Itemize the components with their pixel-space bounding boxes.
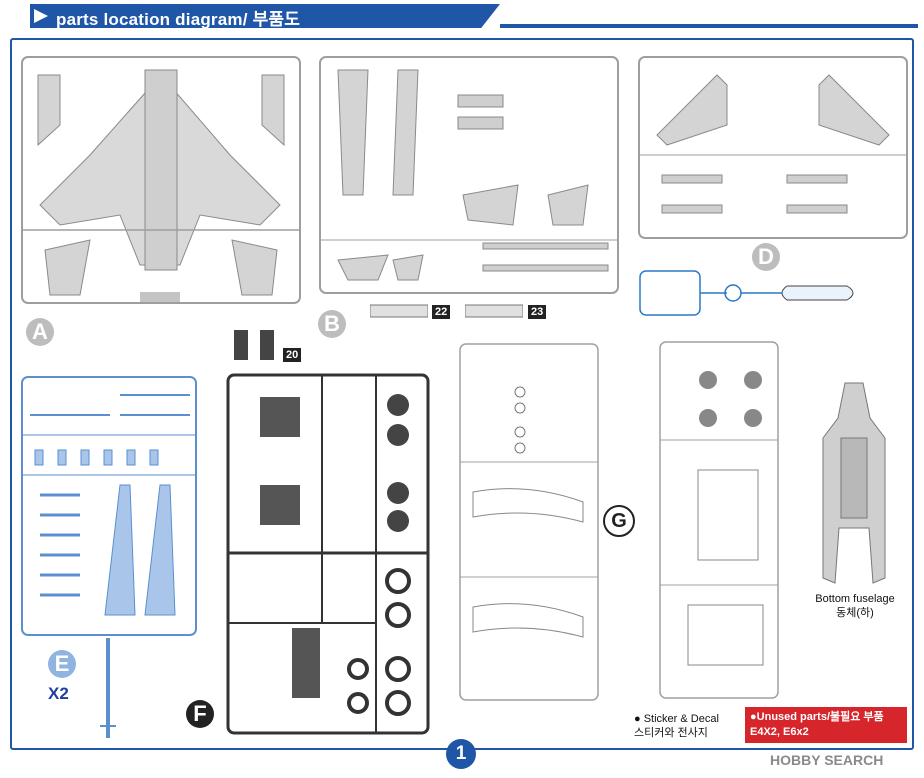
page-header: parts location diagram/ 부품도	[0, 0, 924, 30]
page-title: parts location diagram/ 부품도	[56, 10, 301, 29]
sprue-e-drawing	[21, 376, 197, 636]
sprue-e-label: E	[48, 650, 76, 678]
sprue-g-drawing	[459, 343, 599, 701]
sprue-b	[318, 55, 620, 295]
sprue-b-label: B	[318, 310, 346, 338]
sprue-e	[20, 375, 198, 637]
header-bar	[30, 4, 500, 28]
watermark: HOBBY SEARCH	[770, 752, 883, 768]
bullet-icon: ●	[634, 713, 641, 725]
part-23-number: 23	[528, 305, 547, 319]
sprue-h	[658, 340, 780, 700]
sprue-a-drawing	[21, 56, 301, 304]
bottom-fuselage-label-en: Bottom fuselage	[815, 593, 895, 605]
bottom-fuselage-drawing	[815, 378, 893, 588]
sprue-g-label: G	[603, 505, 635, 537]
sprue-f	[226, 373, 430, 735]
bottom-fuselage-label-ko: 동체(하)	[836, 607, 874, 619]
unused-line2: E4X2, E6x2	[750, 726, 809, 738]
part-22-drawing	[370, 303, 428, 319]
sprue-d-drawing	[638, 56, 908, 239]
watermark-brand: HOBBY SEARCH	[770, 752, 884, 768]
part-23-drawing	[465, 303, 523, 319]
sprue-a-label: A	[26, 318, 54, 346]
sprue-c-drawing	[639, 270, 854, 316]
page-number: 1	[446, 739, 476, 769]
header-stripe	[500, 24, 918, 28]
part-22-number: 22	[432, 305, 451, 319]
sprue-c	[637, 268, 859, 318]
sprue-d-label: D	[752, 243, 780, 271]
sticker-line1: Sticker & Decal	[643, 713, 719, 725]
bullet-icon: ●	[750, 711, 757, 723]
sprue-b-drawing	[319, 56, 619, 294]
unused-parts-badge: ●Unused parts/불필요 부품 E4X2, E6x2	[745, 707, 907, 743]
sticker-note: ● Sticker & Decal 스티커와 전사지	[634, 712, 719, 740]
part-20-drawing	[228, 326, 280, 362]
sprue-e-multiplier: X2	[48, 684, 69, 703]
sprue-f-drawing	[226, 373, 430, 735]
sprue-g	[458, 342, 600, 702]
bottom-fuselage-caption: Bottom fuselage 동체(하)	[800, 592, 910, 620]
sprue-h-drawing	[659, 341, 779, 699]
sprue-e-missile	[88, 636, 128, 740]
part-20-number: 20	[283, 348, 302, 362]
sprue-d	[637, 55, 909, 240]
header-arrow-icon	[34, 9, 48, 23]
sprue-f-label: F	[186, 700, 214, 728]
sticker-line2: 스티커와 전사지	[634, 727, 708, 739]
unused-line1: Unused parts/불필요 부품	[756, 711, 884, 723]
sprue-a	[20, 55, 302, 305]
